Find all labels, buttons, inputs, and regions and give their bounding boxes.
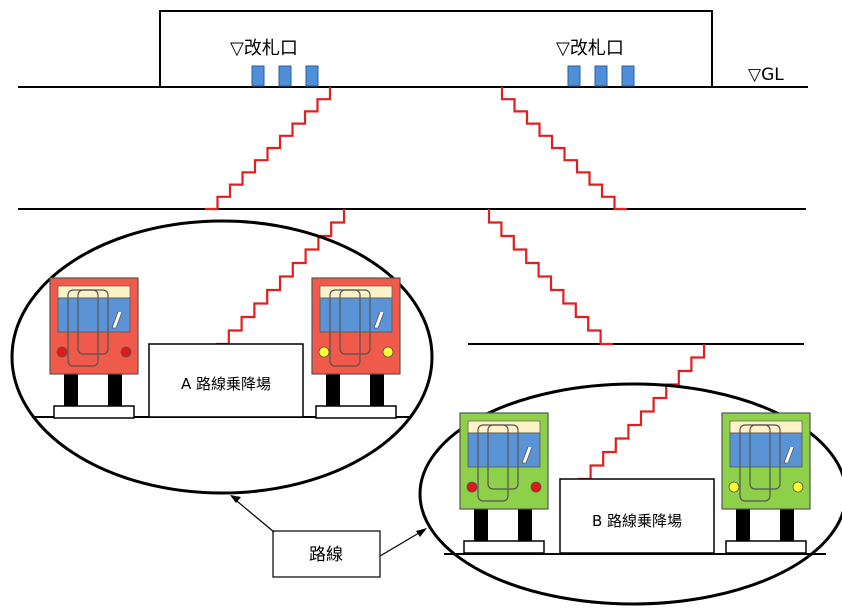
train-wiper bbox=[783, 446, 795, 464]
ticket-gate bbox=[594, 65, 608, 87]
platform-b-ellipse bbox=[418, 382, 842, 606]
stairs-mid-to-platform-a bbox=[216, 209, 346, 346]
platform-a-box bbox=[148, 343, 304, 418]
train-lamp bbox=[530, 481, 542, 493]
train-lamp bbox=[792, 481, 804, 493]
train-base bbox=[53, 405, 135, 419]
ticket-gate bbox=[278, 65, 292, 87]
train-wheel bbox=[370, 372, 384, 406]
train-wheel bbox=[108, 372, 122, 406]
train-door bbox=[749, 424, 781, 490]
gate-left-label: ▽改札口 bbox=[230, 38, 298, 59]
callout-arrowhead-right bbox=[416, 528, 427, 537]
train-wheel bbox=[64, 372, 78, 406]
train-lamp bbox=[466, 481, 478, 493]
ticket-gate bbox=[621, 65, 635, 87]
callout-arrow-left bbox=[231, 496, 275, 533]
train-wheel bbox=[326, 372, 340, 406]
stairs-gl-to-mid-right bbox=[500, 87, 627, 211]
train-door bbox=[339, 289, 371, 355]
train-wheel bbox=[780, 507, 794, 541]
callout-arrowhead-left bbox=[230, 495, 241, 503]
stairs-gl-to-mid-left bbox=[205, 87, 332, 211]
platform-a-label: A 路線乗降場 bbox=[181, 375, 271, 393]
train-lamp bbox=[318, 346, 330, 358]
train-b-right bbox=[721, 412, 811, 554]
ticket-gates-left bbox=[251, 65, 319, 87]
train-wiper bbox=[521, 446, 533, 464]
train-lamp bbox=[728, 481, 740, 493]
ticket-gate bbox=[305, 65, 319, 87]
stairs-lower-to-platform-b bbox=[578, 344, 706, 481]
train-door bbox=[77, 289, 109, 355]
train-wheel bbox=[518, 507, 532, 541]
train-base bbox=[315, 405, 397, 419]
train-wiper bbox=[111, 311, 123, 329]
gate-right-label: ▽改札口 bbox=[556, 38, 624, 59]
train-lamp bbox=[120, 346, 132, 358]
train-door bbox=[487, 424, 519, 490]
train-a-right bbox=[311, 277, 401, 419]
train-lamp bbox=[382, 346, 394, 358]
callout-arrow-right bbox=[379, 529, 425, 557]
ticket-gates-right bbox=[567, 65, 635, 87]
stairs-mid-to-lower bbox=[487, 209, 613, 346]
train-b-left bbox=[459, 412, 549, 554]
ticket-gate bbox=[567, 65, 581, 87]
train-wiper bbox=[373, 311, 385, 329]
train-wheel bbox=[736, 507, 750, 541]
train-a-left bbox=[49, 277, 139, 419]
route-callout-box bbox=[272, 530, 381, 578]
train-wheel bbox=[474, 507, 488, 541]
route-callout-label: 路線 bbox=[309, 545, 343, 565]
platform-b-box bbox=[559, 478, 715, 554]
platform-a-ellipse bbox=[10, 219, 434, 495]
train-base bbox=[725, 540, 807, 554]
ground-level-label: ▽GL bbox=[748, 65, 784, 85]
train-base bbox=[463, 540, 545, 554]
platform-b-label: B 路線乗降場 bbox=[592, 512, 682, 530]
train-lamp bbox=[56, 346, 68, 358]
ticket-gate bbox=[251, 65, 265, 87]
